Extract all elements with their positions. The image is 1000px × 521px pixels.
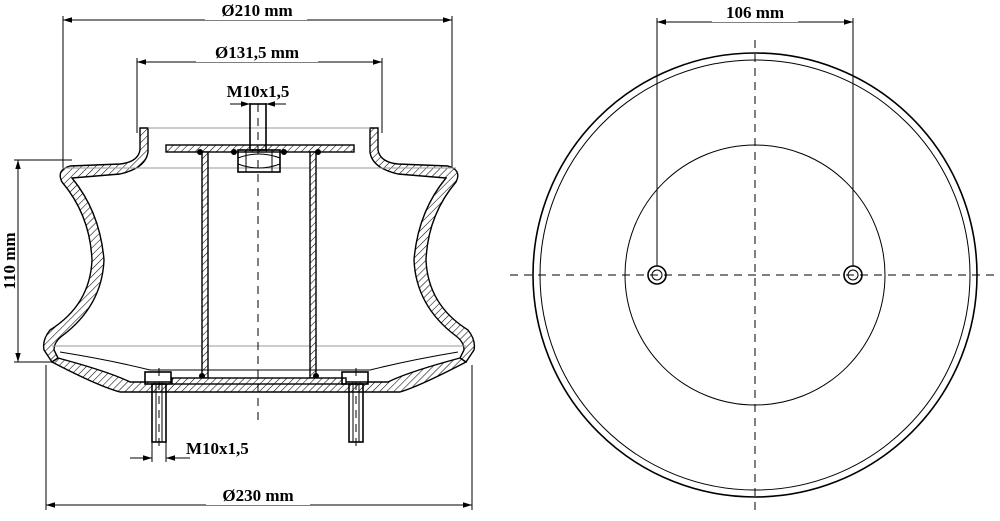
label-height: 110 mm — [0, 232, 19, 289]
label-bottom-thread: M10x1,5 — [186, 439, 249, 458]
dimension-base: Ø230 mm — [45, 365, 473, 510]
top-plate — [165, 144, 355, 153]
label-base-diameter: Ø230 mm — [222, 486, 293, 505]
label-top-thread: M10x1,5 — [227, 82, 290, 101]
label-plate-diameter: Ø131,5 mm — [215, 43, 299, 62]
top-nut — [237, 149, 281, 173]
bellows-wall-left — [42, 127, 149, 363]
top-view: 106 mm — [510, 3, 1000, 515]
dimension-outer-top: Ø210 mm — [62, 1, 453, 168]
section-view: Ø210 mm Ø131,5 mm M10x1,5 110 mm — [0, 1, 476, 510]
label-bolt-spacing: 106 mm — [726, 3, 784, 22]
dimension-bottom-thread: M10x1,5 — [130, 439, 249, 462]
base-plate — [50, 357, 468, 393]
dimension-bolt-spacing: 106 mm — [656, 3, 854, 266]
piston-tube-left — [201, 151, 209, 379]
bellows-wall-right — [369, 127, 476, 363]
label-outer-top-diameter: Ø210 mm — [221, 1, 292, 20]
piston-tube-right — [309, 151, 317, 379]
dimension-plate: Ø131,5 mm — [136, 43, 383, 133]
